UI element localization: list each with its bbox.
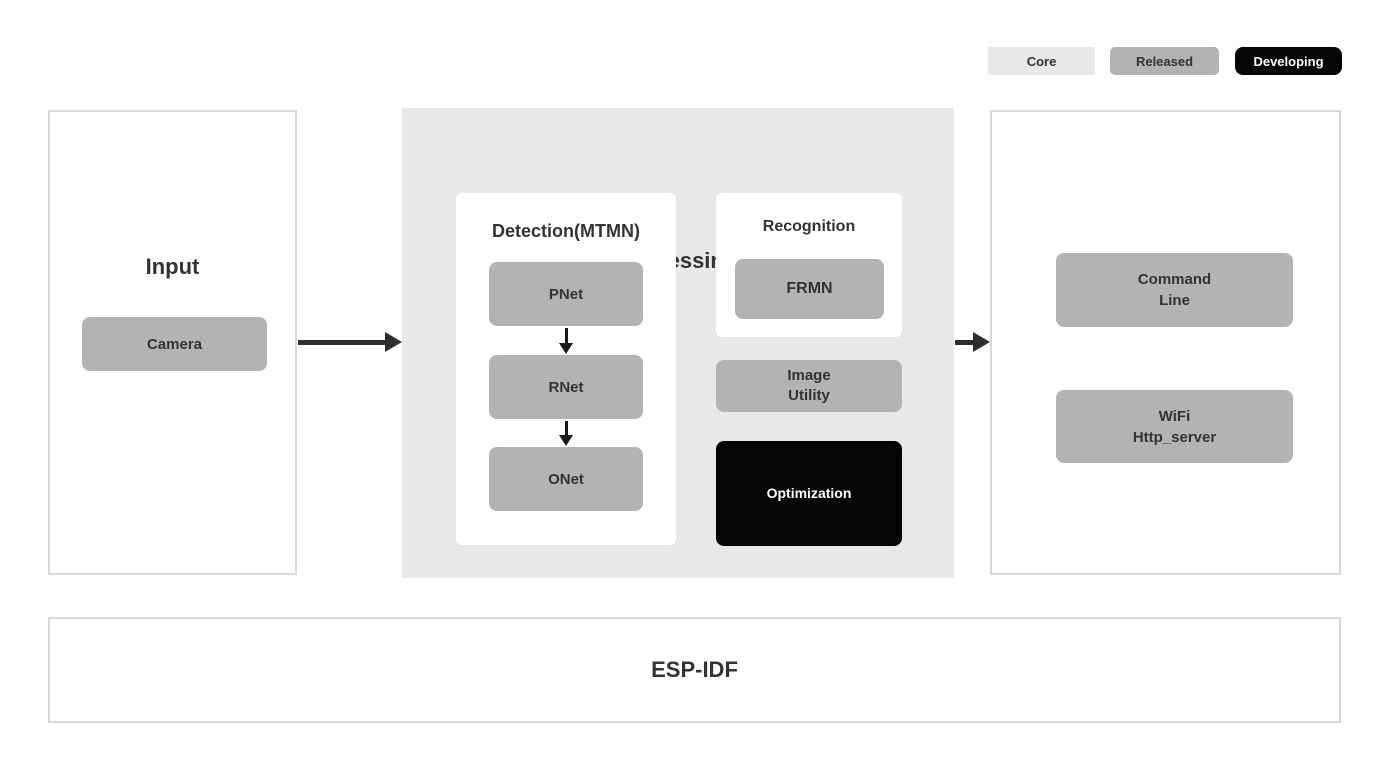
arrow-head [559, 435, 573, 446]
node-optimization: Optimization [716, 441, 902, 546]
arrow-rnet-to-onet-icon [559, 421, 573, 446]
legend-label-core: Core [1026, 53, 1057, 69]
espidf-title: ESP-IDF [651, 657, 738, 682]
arrow-shaft [298, 339, 385, 345]
node-command-line: Command Line [1056, 253, 1293, 327]
node-camera: Camera [82, 317, 267, 371]
arrow-head [385, 332, 402, 352]
arrow-shaft [955, 339, 973, 345]
node-frmn: FRMN [735, 259, 884, 319]
node-wifi-http-server: WiFi Http_server [1056, 390, 1293, 463]
legend-badge-released: Released [1110, 47, 1219, 75]
legend-badge-core: Core [988, 47, 1095, 75]
arrow-shaft [564, 328, 568, 343]
recognition-group: Recognition FRMN [716, 193, 902, 337]
legend-label-released: Released [1135, 53, 1194, 69]
recognition-group-title: Recognition [762, 218, 856, 235]
espidf-section: ESP-IDF [48, 617, 1341, 723]
legend-label-developing: Developing [1253, 53, 1324, 69]
arrow-head [973, 332, 990, 352]
processing-section: Processing Detection(MTMN) PNet RNet ONe… [402, 108, 954, 578]
output-section: Output Command Line WiFi Http_server [990, 110, 1341, 575]
node-pnet: PNet [489, 262, 643, 326]
arrow-shaft [564, 421, 568, 435]
input-section-title: Input [145, 254, 200, 279]
node-image-utility: Image Utility [716, 360, 902, 412]
arrow-input-to-processing-icon [298, 332, 402, 352]
detection-group: Detection(MTMN) PNet RNet ONet [456, 193, 676, 545]
node-rnet: RNet [489, 355, 643, 419]
arrow-head [559, 343, 573, 354]
legend-badge-developing: Developing [1235, 47, 1342, 75]
arrow-pnet-to-rnet-icon [559, 328, 573, 354]
arrow-processing-to-output-icon [955, 332, 990, 352]
node-onet: ONet [489, 447, 643, 511]
detection-group-title: Detection(MTMN) [492, 221, 640, 241]
input-section: Input Camera [48, 110, 297, 575]
